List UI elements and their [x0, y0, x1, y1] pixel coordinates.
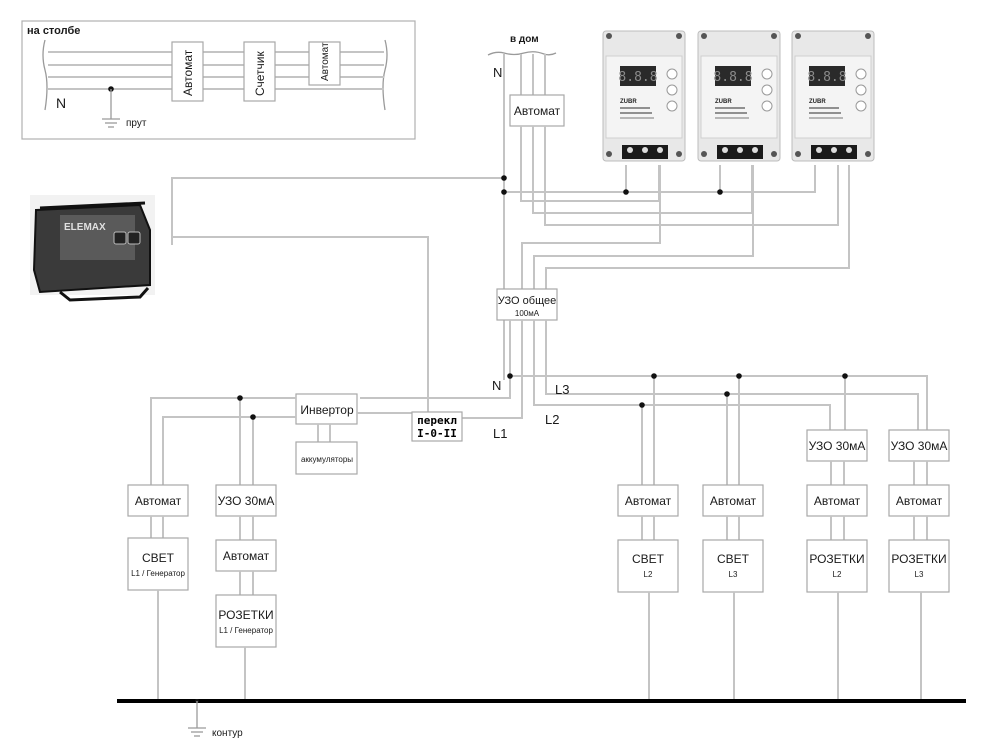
left-circuit-light: Автомат СВЕТ L1 / Генератор: [127, 484, 189, 700]
svg-text:УЗО 30мА: УЗО 30мА: [809, 439, 866, 453]
svg-text:L1 / Генератор: L1 / Генератор: [131, 569, 185, 578]
voltage-relay-3: [791, 30, 875, 162]
house-breaker: [509, 94, 565, 127]
house-break-line: [487, 51, 557, 56]
pole-section-title: на столбе: [27, 25, 80, 37]
inverter: [295, 393, 358, 425]
pole-meter: [243, 41, 276, 102]
pole-breaker-1: [171, 41, 204, 102]
svg-text:РОЗЕТКИ: РОЗЕТКИ: [809, 552, 864, 566]
relay-button-mid: [666, 84, 678, 96]
phase-switch-label-2: I-0-II: [417, 427, 457, 440]
left-light-load: [127, 537, 189, 591]
left-sockets-breaker: [215, 539, 277, 572]
bus-l2-label: L2: [545, 412, 559, 427]
bus-l2: [533, 320, 831, 430]
battery-label: аккумуляторы: [301, 455, 353, 464]
left-sockets-load: [215, 594, 277, 648]
pole-meter-label: Счетчик: [253, 50, 267, 96]
relay-button-down: [666, 100, 678, 112]
svg-text:Автомат: Автомат: [710, 494, 757, 508]
svg-text:8.8.8: 8.8.8: [618, 70, 657, 85]
svg-text:L1 / Генератор: L1 / Генератор: [219, 626, 273, 635]
svg-text:Автомат: Автомат: [814, 494, 861, 508]
pole-ground-label: прут: [126, 118, 147, 129]
svg-text:Автомат: Автомат: [896, 494, 943, 508]
bus-l1-label: L1: [493, 426, 507, 441]
left-circuit-sockets: УЗО 30мА Автомат РОЗЕТКИ L1 / Генератор: [215, 484, 277, 700]
svg-text:ZUBR: ZUBR: [620, 99, 637, 105]
house-breaker-label: Автомат: [514, 104, 561, 118]
generator-brand: ELEMAX: [64, 222, 106, 233]
right-circuit-light-l2: Автомат СВЕТ L2: [617, 484, 679, 700]
generator-wire-n: [171, 177, 504, 245]
pole-breaker-2: [308, 41, 341, 86]
house-input: в дом N Автомат: [171, 34, 850, 380]
svg-text:Автомат: Автомат: [625, 494, 672, 508]
pole-breaker-1-label: Автомат: [181, 49, 195, 96]
bus-l3-label: L3: [555, 382, 569, 397]
pole-section: на столбе N прут Автомат Счетчик Автомат: [21, 20, 416, 140]
svg-text:РОЗЕТКИ: РОЗЕТКИ: [891, 552, 946, 566]
right-circuit-sockets-l2: УЗО 30мА Автомат РОЗЕТКИ L2: [806, 429, 868, 700]
voltage-relays: 8.8.8 ZUBR: [602, 30, 875, 162]
relay-button-up: [666, 68, 678, 80]
house-neutral-label: N: [493, 65, 502, 80]
svg-text:СВЕТ: СВЕТ: [717, 552, 750, 566]
bus-n: [510, 375, 928, 430]
pole-neutral-label: N: [56, 95, 66, 111]
svg-text:L3: L3: [729, 570, 738, 579]
bus-n-to-inverter: [360, 320, 511, 399]
right-circuit-sockets-l3: УЗО 30мА Автомат РОЗЕТКИ L3: [888, 429, 950, 700]
svg-text:УЗО 30мА: УЗО 30мА: [218, 494, 275, 508]
relay-display: [620, 66, 656, 86]
phase-switch: [411, 411, 463, 442]
svg-text:УЗО 30мА: УЗО 30мА: [891, 439, 948, 453]
ground-label: контур: [212, 728, 243, 739]
voltage-relay-1: 8.8.8 ZUBR: [602, 30, 686, 162]
bus-l3: [545, 320, 919, 430]
generator: ELEMAX: [30, 195, 155, 302]
left-sockets-rcd: [215, 484, 277, 517]
generator-socket-2: [127, 231, 141, 245]
rcd-main-rating: 100мА: [515, 309, 540, 318]
generator-wire-l: [172, 236, 429, 417]
voltage-relay-2: [697, 30, 781, 162]
pole-break-left: [42, 39, 48, 111]
house-input-label: в дом: [510, 34, 539, 45]
battery: [295, 441, 358, 475]
pole-section-frame: [21, 20, 416, 140]
pole-breaker-2-label: Автомат: [320, 42, 331, 81]
ground-icon: [102, 118, 120, 128]
left-light-breaker: [127, 484, 189, 517]
svg-text:СВЕТ: СВЕТ: [632, 552, 665, 566]
bus-n-label: N: [492, 378, 501, 393]
pole-break-right: [382, 39, 388, 111]
svg-text:РОЗЕТКИ: РОЗЕТКИ: [218, 608, 273, 622]
svg-text:L3: L3: [915, 570, 924, 579]
svg-text:L2: L2: [833, 570, 842, 579]
rcd-main: [496, 288, 558, 321]
right-circuit-light-l3: Автомат СВЕТ L3: [702, 484, 764, 700]
inverter-label: Инвертор: [300, 403, 354, 417]
svg-text:L2: L2: [644, 570, 653, 579]
generator-socket-1: [113, 231, 127, 245]
rcd-main-label: УЗО общее: [498, 295, 556, 307]
svg-text:Автомат: Автомат: [223, 549, 270, 563]
bus-l1: [462, 320, 523, 419]
svg-text:СВЕТ: СВЕТ: [142, 551, 175, 565]
phase-switch-label-1: перекл: [417, 414, 457, 427]
ground-icon: [188, 727, 206, 737]
svg-text:Автомат: Автомат: [135, 494, 182, 508]
